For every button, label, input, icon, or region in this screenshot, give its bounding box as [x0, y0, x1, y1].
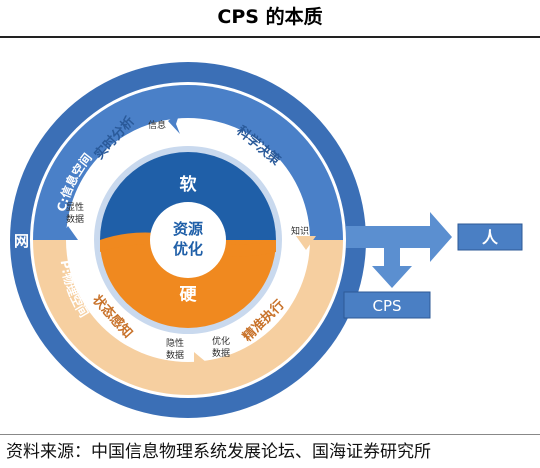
cps-box — [343, 291, 431, 319]
cps-label: CPS — [372, 297, 401, 315]
explicit-data-label-1: 显性 — [66, 201, 84, 213]
output-arrows: 人 CPS — [343, 212, 523, 319]
explicit-data-label-2: 数据 — [66, 213, 84, 225]
source-note: 资料来源：中国信息物理系统发展论坛、国海证券研究所 — [6, 442, 431, 462]
optimized-data-label-2: 数据 — [212, 347, 230, 359]
core-center-line1: 资源 — [173, 220, 203, 238]
explicit-arrow-icon — [58, 226, 78, 240]
implicit-data-label-1: 隐性 — [166, 337, 184, 349]
human-label: 人 — [482, 228, 499, 247]
implicit-data-label-2: 数据 — [166, 349, 184, 361]
core-top-label: 软 — [180, 174, 197, 195]
knowledge-arrow-icon — [296, 236, 316, 250]
optimize-arrow-icon — [194, 352, 206, 372]
bottom-divider — [0, 434, 540, 435]
human-box — [457, 223, 523, 251]
page-title: CPS 的本质 — [217, 6, 323, 28]
core-center-line2: 优化 — [173, 240, 203, 258]
core-center — [150, 202, 226, 278]
info-arrow-icon — [168, 112, 180, 134]
core-hardware — [100, 240, 276, 328]
cps-arrow — [372, 248, 412, 288]
human-arrow — [346, 212, 452, 262]
knowledge-label: 知识 — [291, 225, 309, 237]
core-software — [100, 152, 276, 240]
optimized-data-label-1: 优化 — [212, 335, 230, 347]
top-divider — [0, 36, 540, 38]
info-label: 信息 — [148, 119, 166, 131]
core-bottom-label: 硬 — [180, 285, 198, 305]
network-label: 网 — [14, 232, 29, 250]
